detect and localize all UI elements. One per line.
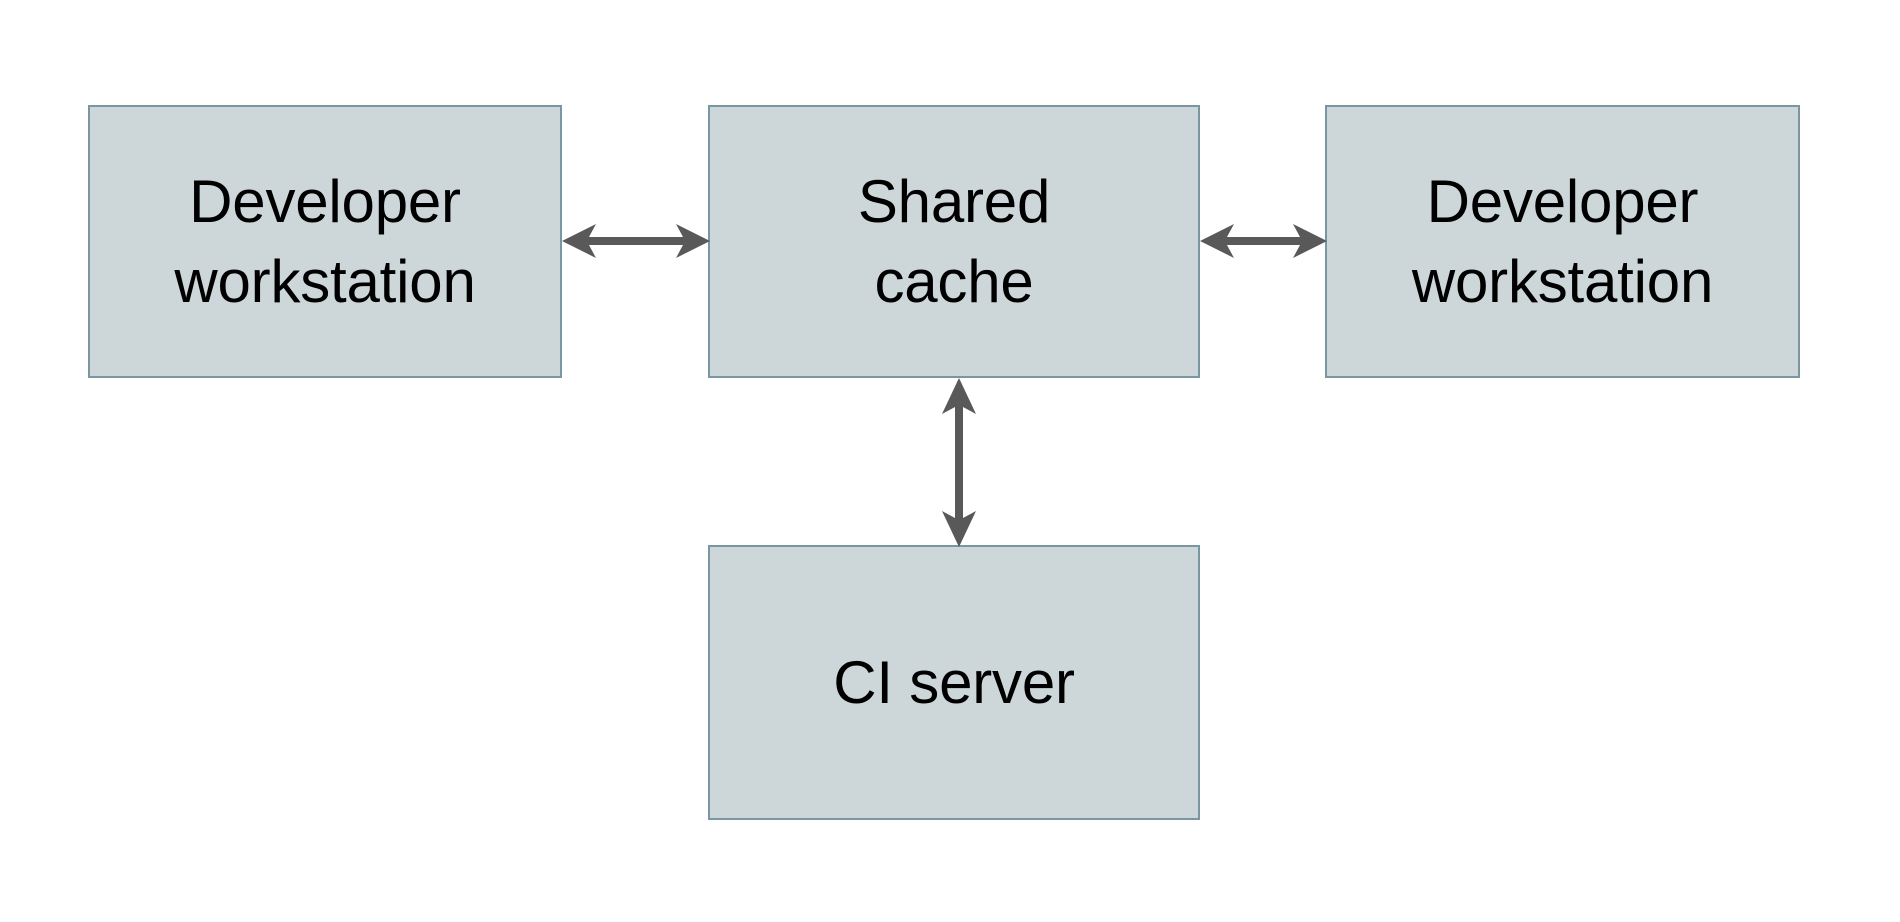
double-arrow-icon [1200,224,1327,258]
double-arrow-icon [562,224,710,258]
node-developer-workstation-right[interactable]: Developer workstation [1325,105,1800,378]
double-arrow-icon [942,378,976,547]
node-shared-cache[interactable]: Shared cache [708,105,1200,378]
edge-left-workstation-to-cache[interactable] [562,212,710,270]
node-developer-workstation-left[interactable]: Developer workstation [88,105,562,378]
node-label: Developer workstation [1411,167,1714,315]
node-label: CI server [833,648,1075,716]
node-ci-server[interactable]: CI server [708,545,1200,820]
edge-cache-to-ci-server[interactable] [930,378,988,547]
edge-cache-to-right-workstation[interactable] [1200,212,1327,270]
node-label: Shared cache [857,167,1051,315]
node-label: Developer workstation [174,167,476,315]
